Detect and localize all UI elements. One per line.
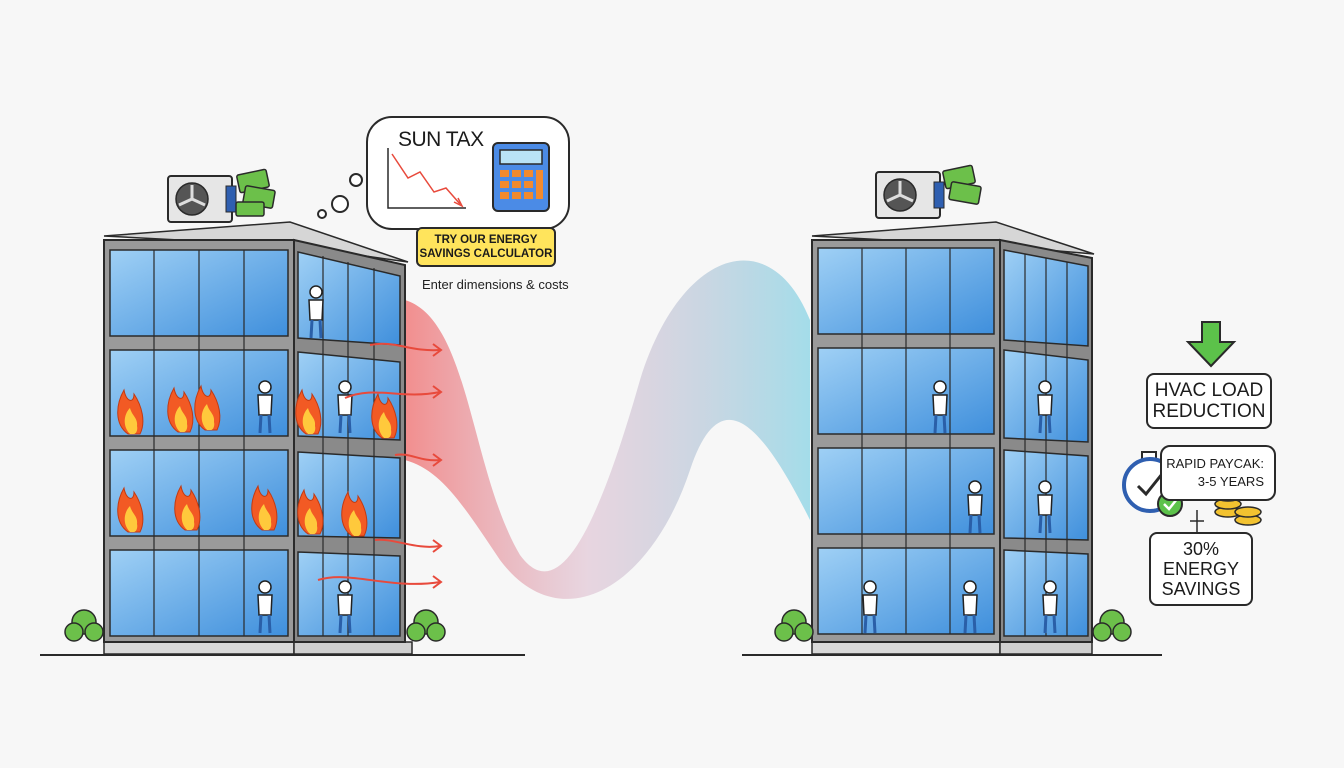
declining-chart (387, 148, 466, 209)
tree-icon (1092, 609, 1132, 642)
tree-icon (774, 609, 814, 642)
calculator-caption: Enter dimensions & costs (422, 277, 569, 292)
energy-calculator-button[interactable]: TRY OUR ENERGY SAVINGS CALCULATOR (416, 227, 556, 267)
payback-box: RAPID PAYCAK: 3-5 YEARS (1160, 445, 1276, 501)
energy-savings-box: 30% ENERGY SAVINGS (1149, 532, 1253, 606)
payback-line-1: RAPID PAYCAK: (1166, 456, 1264, 471)
hvac-load-box: HVAC LOAD REDUCTION (1146, 373, 1272, 429)
tree-icon (406, 609, 446, 642)
money-icon (942, 164, 982, 205)
heat-to-cool-wave (405, 260, 810, 599)
savings-line-3: SAVINGS (1161, 579, 1241, 599)
thought-dot (317, 209, 327, 219)
green-down-arrow-icon (1185, 321, 1237, 368)
hot-building (40, 168, 525, 656)
savings-line-2: ENERGY (1162, 559, 1240, 579)
payback-line-2: 3-5 YEARS (1197, 474, 1264, 489)
savings-line-1: 30% (1182, 539, 1220, 559)
money-icon (235, 168, 276, 217)
cta-line-2: SAVINGS CALCULATOR (419, 248, 553, 260)
thought-bubble: SUN TAX (366, 116, 570, 230)
hvac-line-2: REDUCTION (1152, 401, 1266, 422)
ac-unit-icon (875, 171, 945, 219)
heat-arrows (317, 342, 443, 589)
thought-dot (349, 173, 363, 187)
ac-unit-icon (167, 175, 237, 223)
thought-dot (331, 195, 349, 213)
cta-line-1: TRY OUR ENERGY (434, 234, 538, 246)
hvac-line-1: HVAC LOAD (1154, 380, 1264, 401)
bubble-title: SUN TAX (398, 128, 484, 151)
tree-icon (64, 609, 104, 642)
cool-building (742, 164, 1162, 656)
calculator-icon (492, 142, 550, 212)
